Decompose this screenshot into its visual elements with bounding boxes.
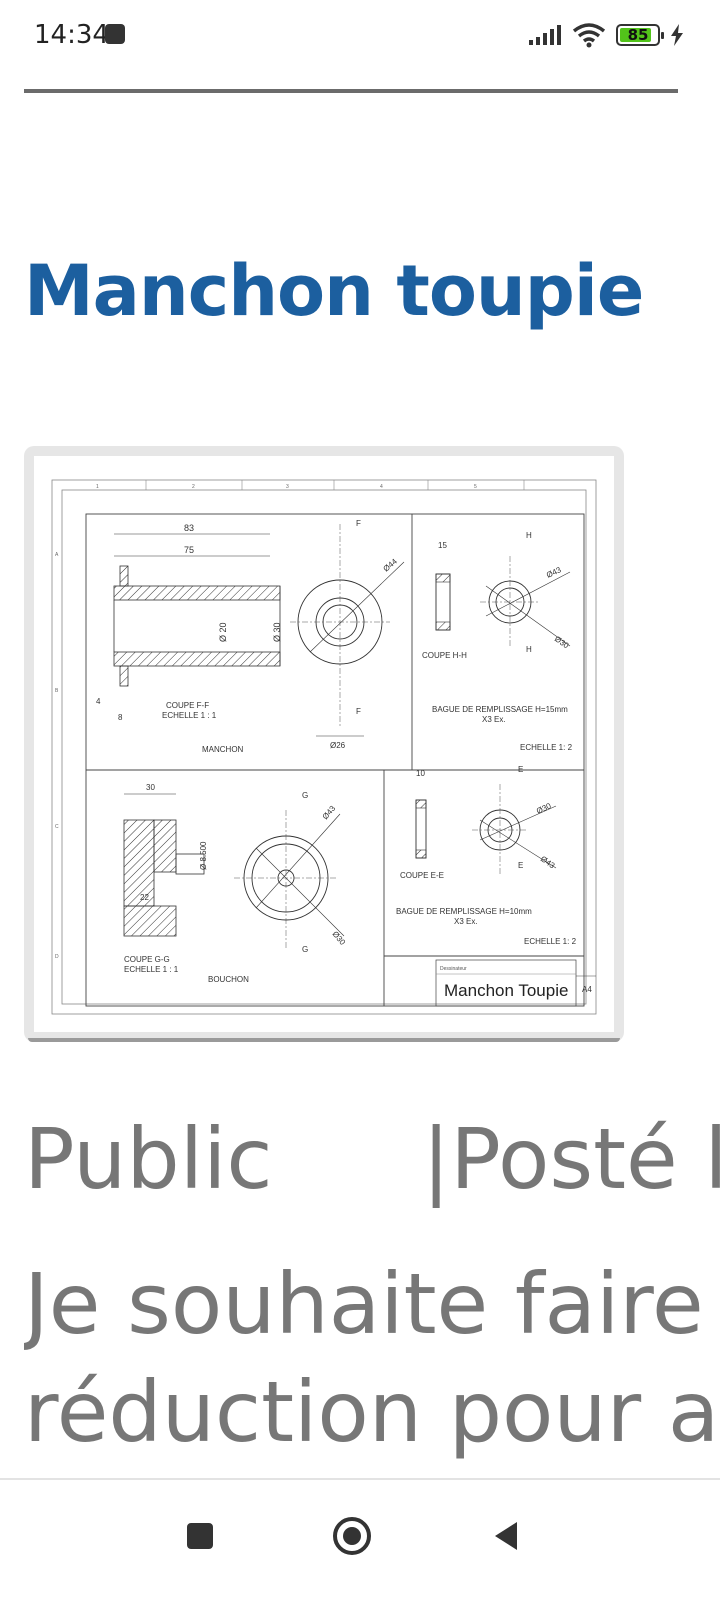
scale-label: ECHELLE 1: 2 xyxy=(524,937,577,946)
dimension-label: 4 xyxy=(96,697,101,706)
header-divider xyxy=(24,89,678,93)
battery-level: 85 xyxy=(627,26,649,44)
status-bar: 14:34 85 xyxy=(0,0,720,72)
technical-drawing: 1 2 3 4 5 A B C D 83 75 Ø 2 xyxy=(51,479,597,1015)
section-label: COUPE E-E xyxy=(400,871,444,880)
dimension-label: 22 xyxy=(140,893,149,902)
dimension-label: 10 xyxy=(416,769,425,778)
cut-marker: E xyxy=(518,765,523,774)
body-line: réduction pour ar xyxy=(24,1363,720,1460)
col-label: 5 xyxy=(474,484,477,490)
part-name: BOUCHON xyxy=(208,975,249,984)
drawing-image-card[interactable]: 1 2 3 4 5 A B C D 83 75 Ø 2 xyxy=(24,446,624,1042)
back-button[interactable] xyxy=(476,1506,536,1566)
dimension-label: 75 xyxy=(184,545,194,555)
quantity-label: X3 Ex. xyxy=(482,715,506,724)
cut-marker: E xyxy=(518,861,523,870)
wifi-icon xyxy=(572,23,606,48)
post-meta: Public |Posté l xyxy=(24,1110,720,1210)
scale-label: ECHELLE 1 : 1 xyxy=(162,711,217,720)
dimension-label: Ø44 xyxy=(382,557,400,574)
notification-dot-icon xyxy=(105,24,125,44)
cut-marker: G xyxy=(302,945,308,954)
row-label: B xyxy=(55,688,59,694)
home-button[interactable] xyxy=(322,1506,382,1566)
cut-marker: H xyxy=(526,645,532,654)
dimension-label: Ø43 xyxy=(545,565,563,580)
part-name: MANCHON xyxy=(202,745,244,754)
row-label: A xyxy=(55,552,59,558)
dimension-label: Ø26 xyxy=(330,741,346,750)
dimension-label: Ø 20 xyxy=(218,622,228,642)
sheet-size: A4 xyxy=(582,985,592,994)
dimension-label: Ø30 xyxy=(330,930,347,948)
recents-square-icon xyxy=(187,1523,213,1549)
scale-label: ECHELLE 1: 2 xyxy=(520,743,573,752)
col-label: 4 xyxy=(380,484,383,490)
drawing-title: Manchon Toupie xyxy=(444,981,568,1000)
quantity-label: X3 Ex. xyxy=(454,917,478,926)
back-triangle-icon xyxy=(495,1522,517,1550)
post-body: Je souhaite faire réduction pour ar xyxy=(24,1250,720,1460)
drawer-label: Dessinateur xyxy=(440,966,467,972)
cut-marker: H xyxy=(526,531,532,540)
signal-icon xyxy=(529,25,561,45)
dimension-label: Ø43 xyxy=(539,854,557,870)
cut-marker: F xyxy=(356,519,361,528)
charging-bolt-icon xyxy=(671,24,683,46)
dimension-label: 30 xyxy=(146,783,155,792)
row-label: D xyxy=(55,954,59,960)
cut-marker: F xyxy=(356,707,361,716)
dimension-label: 15 xyxy=(438,541,447,550)
recents-button[interactable] xyxy=(170,1506,230,1566)
dimension-label: Ø43 xyxy=(321,803,338,821)
body-line: Je souhaite faire xyxy=(24,1255,704,1353)
section-label: COUPE H-H xyxy=(422,651,467,660)
dimension-label: Ø 8.500 xyxy=(199,841,208,870)
home-circle-icon xyxy=(333,1517,371,1555)
section-label: COUPE F-F xyxy=(166,701,209,710)
col-label: 2 xyxy=(192,484,195,490)
dimension-label: 8 xyxy=(118,713,123,722)
cut-marker: G xyxy=(302,791,308,800)
status-icons: 85 xyxy=(528,18,684,52)
col-label: 1 xyxy=(96,484,99,490)
status-time: 14:34 xyxy=(34,20,109,50)
row-label: C xyxy=(55,824,59,830)
dimension-label: 83 xyxy=(184,523,194,533)
part-name: BAGUE DE REMPLISSAGE H=10mm xyxy=(396,907,532,916)
page-title: Manchon toupie xyxy=(24,250,644,332)
dimension-label: Ø 30 xyxy=(272,622,282,642)
posted-label: |Posté l xyxy=(422,1110,720,1208)
image-card-edge xyxy=(28,1038,620,1042)
section-label: COUPE G-G xyxy=(124,955,170,964)
scale-label: ECHELLE 1 : 1 xyxy=(124,965,179,974)
visibility-label: Public xyxy=(24,1110,273,1208)
dimension-label: Ø30 xyxy=(553,634,571,650)
col-label: 3 xyxy=(286,484,289,490)
part-name: BAGUE DE REMPLISSAGE H=15mm xyxy=(432,705,568,714)
dimension-label: Ø30 xyxy=(535,801,553,816)
system-nav-bar xyxy=(0,1478,720,1602)
battery-icon: 85 xyxy=(616,24,664,46)
